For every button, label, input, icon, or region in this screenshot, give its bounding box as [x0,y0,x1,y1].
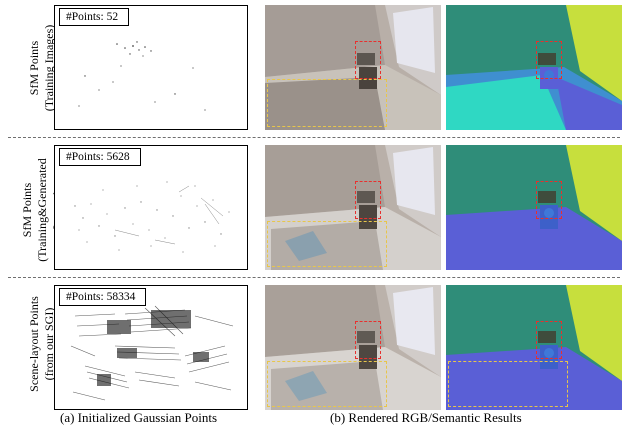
semantic-render-row2 [446,145,622,270]
highlight-red-box [355,41,381,79]
point-count-row3: #Points: 58334 [59,288,147,306]
point-cloud-panel-row3: #Points: 58334 [54,285,248,410]
rgb-render-row2 [265,145,441,270]
medium-points-plot [74,181,230,253]
highlight-yellow-box [448,361,568,407]
semantic-map-image [446,145,622,270]
point-count-row1: #Points: 52 [59,8,130,26]
semantic-map-image [446,285,622,410]
highlight-red-box [355,181,381,219]
semantic-render-row1 [446,5,622,130]
rgb-render-row1 [265,5,441,130]
row2-label-line2: (Training&Generated [34,158,49,262]
highlight-red-box [355,321,381,359]
row2-label-line1: SfM Points [19,182,34,238]
highlight-yellow-box [267,79,387,127]
highlight-red-box [536,41,562,79]
highlight-red-box [536,181,562,219]
highlight-yellow-box [267,361,387,407]
semantic-render-row3 [446,285,622,410]
dense-points-plot [70,305,234,401]
point-cloud-panel-row1: #Points: 52 [54,5,248,130]
caption-left: (a) Initialized Gaussian Points [60,410,218,425]
point-count-row2: #Points: 5628 [59,148,141,166]
row3-label-line1: Scene-layout Points [27,296,41,392]
point-cloud-panel-row2: #Points: 5628 [54,145,248,270]
caption-right: (b) Rendered RGB/Semantic Results [330,410,522,425]
separator-row2-row3 [8,277,620,278]
bedroom-rgb-image [265,5,441,130]
separator-row1-row2 [8,137,620,138]
sparse-points-plot [78,41,206,111]
highlight-yellow-box [267,221,387,267]
bedroom-rgb-image [265,285,441,410]
rgb-render-row3 [265,285,441,410]
row1-label-line1: SfM Points [27,40,41,96]
highlight-red-box [536,321,562,359]
semantic-map-image [446,5,622,130]
